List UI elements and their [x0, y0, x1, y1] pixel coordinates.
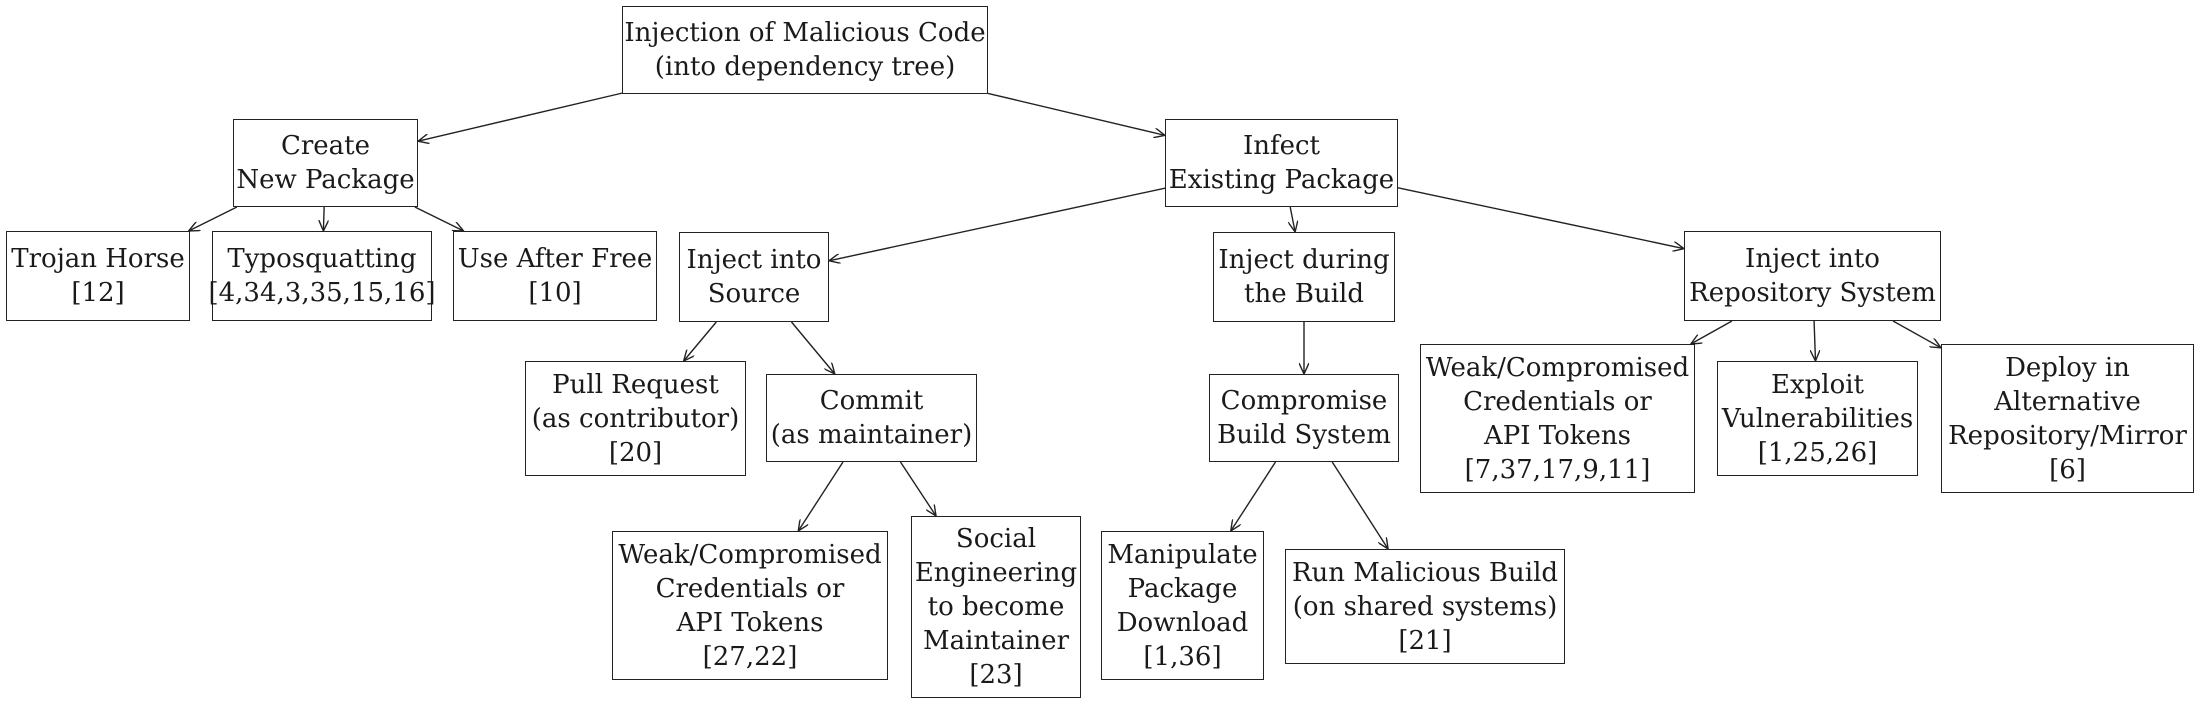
node-text-line: Source: [707, 279, 801, 309]
node-text-line: Vulnerabilities: [1721, 403, 1914, 434]
node-text-line: Typosquatting: [227, 244, 417, 274]
node-text-line: Weak/Compromised: [618, 539, 882, 570]
node-text-line: (on shared systems): [1292, 591, 1558, 622]
node-text-line: Use After Free: [457, 244, 653, 274]
node-text-line: Manipulate: [1107, 539, 1258, 570]
node-text-line: (as maintainer): [770, 420, 973, 450]
node-run-malicious-build: Run Malicious Build(on shared systems)[2…: [1285, 549, 1565, 664]
node-text-line: Social: [955, 524, 1037, 554]
node-text-line: Download: [1116, 607, 1249, 638]
node-text-line: [23]: [969, 660, 1023, 690]
node-text-line: [4,34,3,35,15,16]: [208, 278, 436, 308]
node-commit: Commit (as maintainer): [766, 374, 977, 462]
edge-arrow-create_new_package-to-trojan_horse: [189, 206, 238, 231]
node-text-line: Existing Package: [1168, 165, 1395, 195]
edge-arrow-root-to-infect_existing_package: [987, 92, 1165, 135]
edge-arrow-inject_into_repository-to-repo_weak_credentials: [1691, 320, 1733, 344]
node-text-line: [21]: [1398, 625, 1452, 656]
node-text-line: Repository System: [1689, 278, 1936, 308]
node-text-line: [10]: [528, 278, 582, 308]
node-text-line: to become: [927, 592, 1065, 622]
node-text-line: Inject during: [1218, 245, 1390, 275]
node-text-line: [27,22]: [702, 641, 798, 672]
node-text-line: Repository/Mirror: [1948, 420, 2187, 451]
root-node-injection-of-malicious-code: Injection of Malicious Code (into depende…: [622, 6, 988, 94]
node-text-line: New Package: [236, 165, 415, 195]
node-text-line: (into dependency tree): [654, 52, 956, 82]
node-text-line: Create: [280, 131, 371, 161]
edge-arrow-inject_into_repository-to-deploy_alternative_repo: [1892, 320, 1941, 348]
node-text-line: [6]: [2049, 454, 2086, 485]
edge-arrow-commit-to-commit_weak_credentials: [798, 461, 844, 531]
node-text-line: Engineering: [914, 558, 1078, 588]
node-text-line: Credentials or: [655, 573, 845, 604]
edge-arrow-inject_into_source-to-commit: [790, 321, 835, 374]
edge-arrow-inject_into_source-to-pull_request: [684, 321, 717, 361]
edge-arrow-root-to-create_new_package: [418, 92, 623, 141]
node-typosquatting: Typosquatting [4,34,3,35,15,16]: [208, 231, 436, 321]
node-text-line: Package: [1127, 573, 1238, 604]
edge-arrow-commit-to-social_engineering: [899, 461, 936, 516]
edge-arrow-compromise_build_system-to-manipulate_package_download: [1231, 461, 1277, 531]
node-text-line: API Tokens: [1483, 420, 1631, 451]
node-text-line: Exploit: [1770, 369, 1865, 400]
edge-arrow-create_new_package-to-use_after_free: [414, 206, 464, 231]
node-pull-request: Pull Request(as contributor)[20]: [525, 361, 746, 476]
edge-arrow-infect_existing_package-to-inject_during_build: [1290, 206, 1295, 232]
node-text-line: Infect: [1242, 131, 1321, 161]
node-text-line: [1,36]: [1143, 641, 1222, 672]
node-text-line: Deploy in: [2005, 352, 2130, 383]
edge-arrow-infect_existing_package-to-inject_into_repository: [1397, 187, 1684, 249]
node-text-line: Inject into: [686, 245, 822, 275]
edge-arrow-inject_into_repository-to-exploit_vulnerabilities: [1814, 320, 1815, 361]
node-text-line: [20]: [608, 437, 663, 468]
node-text-line: Run Malicious Build: [1291, 557, 1559, 588]
node-text-line: Pull Request: [552, 369, 719, 400]
node-text-line: (as contributor): [531, 403, 740, 434]
node-text-line: Alternative: [1994, 386, 2141, 417]
node-text-line: Credentials or: [1463, 386, 1652, 417]
edge-arrow-infect_existing_package-to-inject_into_source: [829, 187, 1166, 261]
node-text-line: [1,25,26]: [1757, 437, 1878, 468]
node-text-line: the Build: [1244, 279, 1364, 309]
node-text-line: Trojan Horse: [11, 244, 185, 274]
edge-arrow-compromise_build_system-to-run_malicious_build: [1331, 461, 1388, 549]
node-text-line: [7,37,17,9,11]: [1464, 454, 1651, 485]
node-text-line: Build System: [1217, 420, 1391, 450]
edge-arrow-create_new_package-to-typosquatting: [323, 206, 324, 231]
node-text-line: API Tokens: [676, 607, 824, 638]
node-inject-during-build: Inject during the Build: [1213, 232, 1395, 322]
node-text-line: [12]: [71, 278, 125, 308]
node-text-line: Injection of Malicious Code: [624, 18, 986, 48]
node-text-line: Weak/Compromised: [1425, 352, 1690, 383]
node-trojan-horse: Trojan Horse [12]: [6, 231, 190, 321]
node-text-line: Compromise: [1220, 386, 1388, 416]
node-text-line: Commit: [819, 386, 924, 416]
node-use-after-free: Use After Free [10]: [453, 231, 657, 321]
node-text-line: Maintainer: [922, 626, 1069, 656]
node-text-line: Inject into: [1745, 244, 1880, 274]
